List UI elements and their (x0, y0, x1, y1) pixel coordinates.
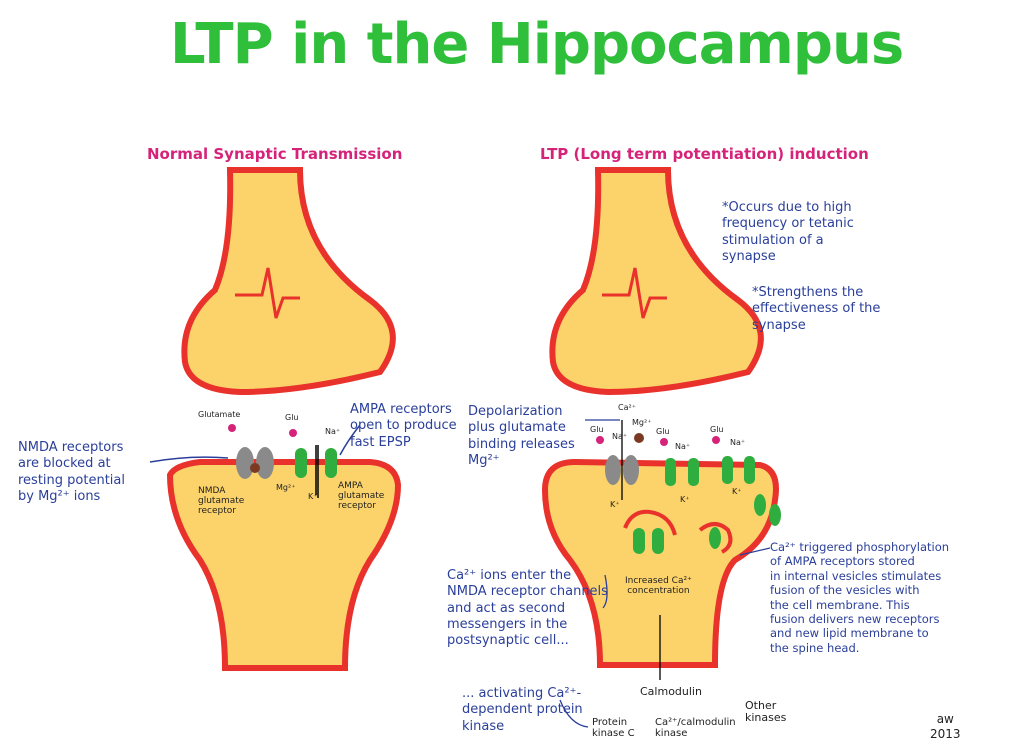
right-vesicle-right (698, 522, 733, 554)
left-mg-label: Mg²⁺ (276, 483, 296, 492)
right-vesicle-receptor-c (709, 527, 721, 549)
nmda-receptor-label: NMDA glutamate receptor (198, 486, 245, 516)
right-presynaptic-terminal (549, 167, 764, 396)
right-note-2: *Strengthens the effectiveness of the sy… (752, 285, 881, 333)
right-glu-dot-1 (596, 436, 604, 444)
increased-ca-label: Increased Ca²⁺ concentration (625, 576, 692, 596)
right-mg-top-label: Mg²⁺ (632, 418, 652, 427)
right-na-label-2: Na⁺ (675, 442, 691, 451)
right-action-potential (602, 267, 667, 319)
right-pkc-arrow (559, 699, 589, 728)
right-postsynaptic-terminal (541, 458, 779, 668)
calmodulin-label: Calmodulin (640, 685, 702, 698)
left-mg-dot (250, 463, 260, 473)
left-ampa-arrow (339, 424, 361, 456)
left-postsynaptic-terminal (166, 459, 402, 671)
right-k-label-3: K⁺ (732, 487, 742, 496)
left-glu-label: Glu (285, 413, 299, 422)
glutamate-label: Glutamate (198, 410, 241, 419)
ampa-open-note: AMPA receptors open to produce fast EPSP (350, 402, 457, 450)
left-na-label: Na⁺ (325, 427, 341, 436)
other-kinases-label: Other kinases (745, 699, 787, 725)
ca-enter-note: Ca²⁺ ions enter the NMDA receptor channe… (447, 568, 608, 648)
right-glu-label-2: Glu (656, 427, 670, 436)
right-vesicle-receptor-d (754, 494, 766, 516)
right-ca-top-label: Ca²⁺ (618, 403, 636, 412)
signature: aw 2013 (930, 712, 961, 741)
right-nmda-receptor-a (605, 455, 621, 485)
right-heading: LTP (Long term potentiation) induction (540, 145, 869, 163)
right-phospho-arrow (739, 547, 771, 556)
ampa-receptor-label: AMPA glutamate receptor (338, 481, 385, 511)
right-note-1: *Occurs due to high frequency or tetanic… (722, 200, 854, 264)
pkc-label: Protein kinase C (592, 717, 635, 739)
right-ampa-receptor-d (744, 456, 755, 484)
activating-note: ... activating Ca²⁺- dependent protein k… (462, 686, 583, 734)
right-glu-label-1: Glu (590, 425, 604, 434)
right-vesicle-left (623, 509, 677, 536)
right-glu-dot-2 (660, 438, 668, 446)
left-glutamate-dot (228, 424, 236, 432)
left-glu-dot (289, 429, 297, 437)
left-k-label: K⁺ (308, 492, 318, 501)
right-na-label-3: Na⁺ (730, 438, 746, 447)
right-nmda-receptor-b (623, 455, 639, 485)
right-k-label-1: K⁺ (610, 500, 620, 509)
left-nmda-arrow (149, 456, 229, 463)
right-vesicle-receptor-a (633, 528, 645, 554)
right-glu-dot-3 (712, 436, 720, 444)
right-ca-enter-arrow (602, 574, 608, 609)
camk-label: Ca²⁺/calmodulin kinase (655, 717, 736, 739)
left-action-potential (235, 267, 300, 319)
right-k-label-2: K⁺ (680, 495, 690, 504)
left-nmda-receptor-a (236, 447, 254, 479)
phosphorylation-note: Ca²⁺ triggered phosphorylation of AMPA r… (770, 540, 950, 655)
right-vesicle-receptor-b (652, 528, 664, 554)
right-vesicle-receptor-e (769, 504, 781, 526)
right-na-label-1: Na⁺ (612, 432, 628, 441)
depolarization-note: Depolarization plus glutamate binding re… (468, 404, 575, 468)
right-ampa-receptor-a (665, 458, 676, 486)
nmda-blocked-note: NMDA receptors are blocked at resting po… (18, 440, 125, 504)
left-ampa-receptor-b (325, 448, 337, 478)
left-presynaptic-terminal (181, 167, 396, 396)
right-glu-label-3: Glu (710, 425, 724, 434)
right-ampa-receptor-c (722, 456, 733, 484)
page-title: LTP in the Hippocampus (170, 12, 904, 77)
right-ampa-receptor-b (688, 458, 699, 486)
left-nmda-receptor-b (256, 447, 274, 479)
left-ampa-receptor-a (295, 448, 307, 478)
left-heading: Normal Synaptic Transmission (147, 145, 403, 163)
right-mg-dot (634, 433, 644, 443)
